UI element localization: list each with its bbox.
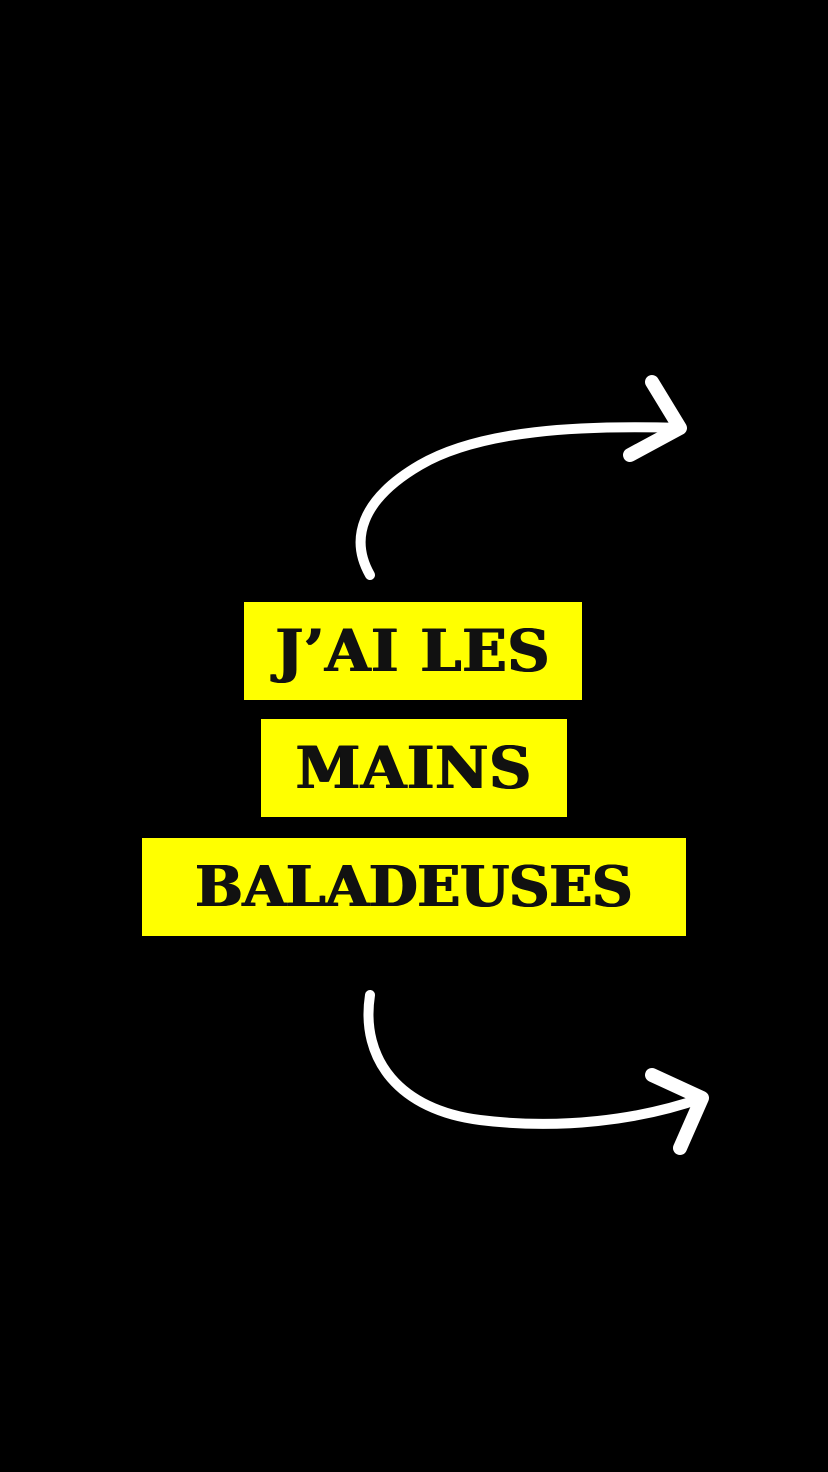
caption-line-3: BALADEUSES (142, 838, 686, 936)
caption-line-2: MAINS (261, 719, 567, 817)
caption-line-1: J’AI LES (244, 602, 582, 700)
